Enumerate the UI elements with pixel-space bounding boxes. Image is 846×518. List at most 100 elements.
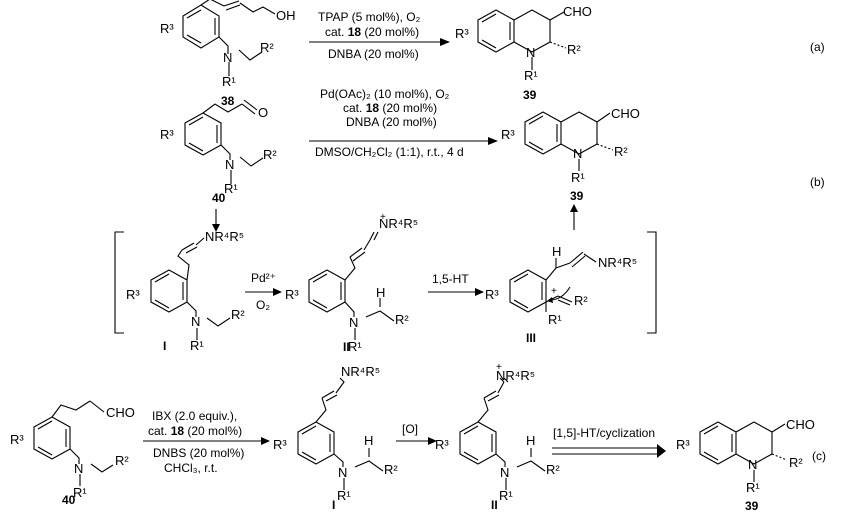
r3-label: R³ [273, 437, 287, 452]
intermediate-number: II [343, 340, 350, 354]
hydrogen-label: H [552, 244, 561, 259]
intermediate-number: I [163, 339, 166, 353]
nitrogen-label: N [526, 45, 535, 60]
intermediate-I: NR⁴R⁵ R³ N R² R¹ I [126, 229, 245, 353]
r2-label: R² [567, 42, 581, 57]
condition-oxidation: [O] [402, 422, 418, 436]
r1-label: R¹ [571, 170, 585, 185]
r2-label: R² [260, 40, 274, 55]
nitrogen-label: N [191, 314, 200, 329]
r1-label: R¹ [73, 485, 87, 500]
iminium-amine-label: NR⁴R⁵ [205, 229, 244, 244]
r2-label: R² [546, 462, 560, 477]
r1-label: R¹ [746, 480, 760, 495]
hydrogen-label: H [376, 285, 385, 300]
condition-organocatalyst: cat. 18 (20 mol%) [148, 424, 242, 438]
nitrogen-label: N [748, 457, 757, 472]
condition-solvent: DMSO/CH₂Cl₂ (1:1), r.t., 4 d [315, 145, 464, 159]
r1-label: R¹ [548, 312, 562, 327]
compound-38: R³ OH N R² R¹ 38 [160, 0, 296, 108]
row-c: R³ CHO N R² R¹ 40 IBX (2.0 equiv.), cat.… [10, 362, 826, 513]
compound-number: 38 [221, 94, 235, 108]
r3-label: R³ [485, 287, 499, 302]
r1-label: R¹ [348, 339, 362, 354]
aldehyde-label: CHO [106, 405, 135, 420]
aldehyde-label: CHO [563, 4, 592, 19]
nitrogen-label: N [74, 461, 83, 476]
compound-number: 39 [523, 88, 537, 102]
row-label-b: (b) [810, 175, 825, 189]
condition-organocatalyst: cat. 18 (20 mol%) [325, 25, 419, 39]
condition-additive: DNBS (20 mol%) [153, 446, 244, 460]
r3-label: R³ [10, 432, 24, 447]
carbonyl-label: O [258, 105, 268, 120]
compound-39: R³ CHO N R² R¹ 39 [676, 417, 815, 513]
hydrogen-label: H [526, 433, 535, 448]
condition-palladium: Pd²⁺ [251, 271, 276, 285]
r1-label: R¹ [224, 181, 238, 196]
intermediate-number: II [491, 498, 498, 512]
condition-solvent: CHCl₃, r.t. [164, 461, 218, 475]
condition-additive: DNBA (20 mol%) [346, 115, 437, 129]
r2-label: R² [231, 307, 245, 322]
compound-number: 40 [62, 493, 76, 507]
hydroxyl-label: OH [276, 8, 296, 23]
compound-number: 39 [745, 499, 759, 513]
condition-cyclization: [1,5]-HT/cyclization [553, 426, 655, 440]
r2-label: R² [574, 293, 588, 308]
r2-label: R² [384, 462, 398, 477]
condition-hydride-transfer: 1,5-HT [432, 272, 469, 286]
r3-label: R³ [160, 127, 174, 142]
condition-catalyst: TPAP (5 mol%), O₂ [318, 10, 421, 24]
nitrogen-label: N [573, 146, 582, 161]
r3-label: R³ [435, 437, 449, 452]
nitrogen-label: N [338, 465, 347, 480]
iminium-amine-label: NR⁴R⁵ [496, 368, 535, 383]
positive-charge: + [551, 286, 557, 297]
aldehyde-label: CHO [611, 106, 640, 121]
nitrogen-label: N [349, 315, 358, 330]
intermediate-II: + NR⁴R⁵ R³ N H R² R¹ II [435, 362, 560, 512]
iminium-amine-label: NR⁴R⁵ [598, 255, 637, 270]
intermediate-II: NR⁴R⁵ + R³ N H R² R¹ II [285, 212, 418, 354]
r3-label: R³ [126, 287, 140, 302]
hydrogen-label: H [364, 433, 373, 448]
row-a: R³ OH N R² R¹ 38 TPAP (5 mol%), O₂ cat. … [160, 0, 825, 108]
condition-oxidant: IBX (2.0 equiv.), [152, 409, 237, 423]
r1-label: R¹ [337, 488, 351, 503]
intermediate-number: I [332, 498, 335, 512]
r3-label: R³ [455, 26, 469, 41]
r2-label: R² [263, 147, 277, 162]
iminium-amine-label: NR⁴R⁵ [379, 216, 418, 231]
positive-charge: + [380, 212, 386, 223]
iminium-amine-label: NR⁴R⁵ [341, 364, 380, 379]
nitrogen-label: N [223, 50, 232, 65]
condition-catalyst: Pd(OAc)₂ (10 mol%), O₂ [320, 87, 450, 101]
r2-label: R² [614, 144, 628, 159]
condition-organocatalyst: cat. 18 (20 mol%) [343, 101, 437, 115]
condition-additive: DNBA (20 mol%) [328, 47, 419, 61]
intermediate-number: III [526, 331, 536, 345]
mechanism-bracket-left [114, 231, 124, 334]
compound-39: R³ CHO N R² R¹ 39 [501, 106, 640, 203]
r1-label: R¹ [499, 488, 513, 503]
row-label-a: (a) [810, 40, 825, 54]
nitrogen-label: N [225, 157, 234, 172]
r1-label: R¹ [222, 74, 236, 89]
r3-label: R³ [501, 127, 515, 142]
intermediate-III: H NR⁴R⁵ R³ + R² R¹ III [485, 244, 637, 345]
row-b: R³ O N R² R¹ 40 Pd(OAc)₂ (10 mol%), O₂ c… [114, 87, 825, 354]
compound-number: 39 [570, 189, 584, 203]
r3-label: R³ [676, 437, 690, 452]
aldehyde-label: CHO [786, 417, 815, 432]
r2-label: R² [789, 455, 803, 470]
r1-label: R¹ [190, 338, 204, 353]
compound-39: R³ CHO N R² R¹ 39 [455, 4, 592, 102]
r3-label: R³ [285, 287, 299, 302]
mechanism-bracket-right [647, 231, 657, 334]
positive-charge: + [496, 362, 502, 373]
r1-label: R¹ [524, 68, 538, 83]
compound-number: 40 [212, 191, 226, 205]
compound-40: R³ O N R² R¹ 40 [160, 99, 277, 205]
